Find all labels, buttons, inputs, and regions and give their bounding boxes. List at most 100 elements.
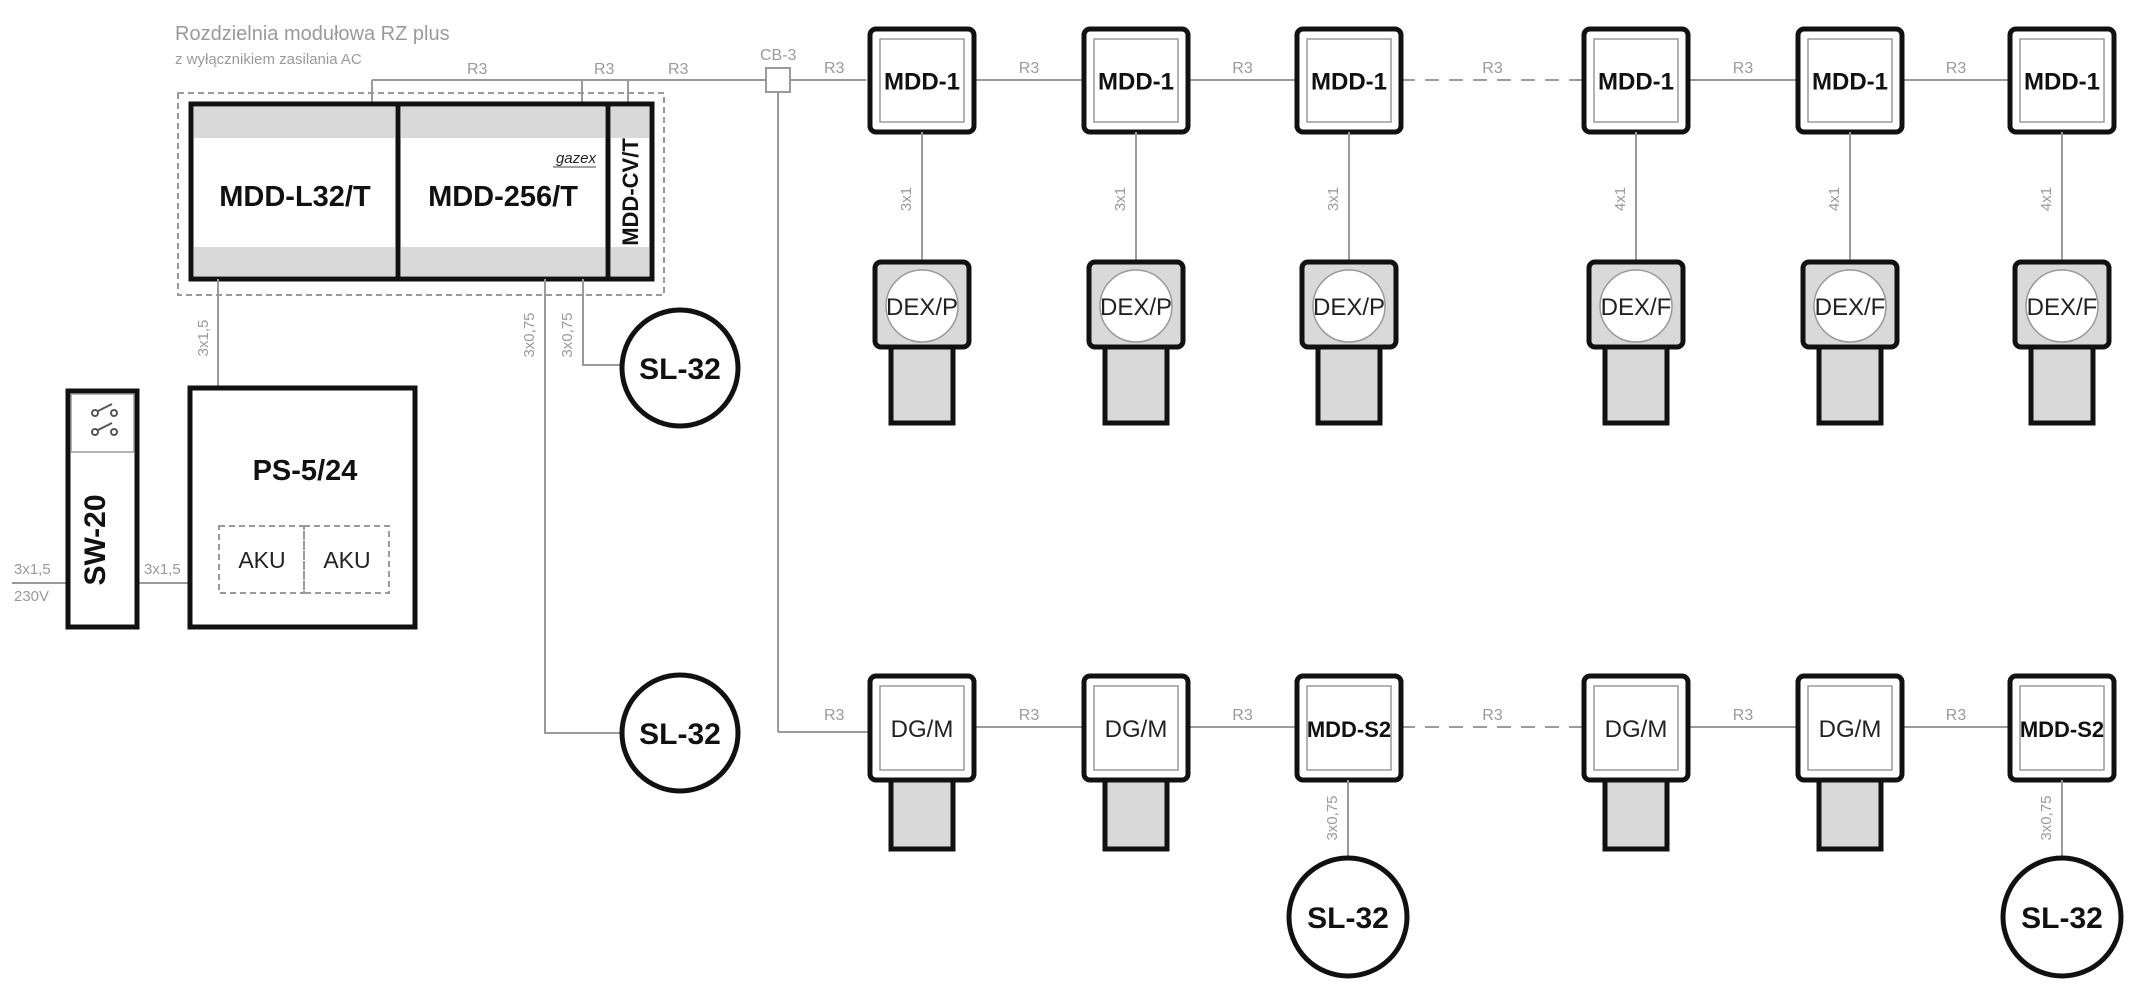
sl32-cabinet-1-label: SL-32: [639, 353, 721, 386]
bottom-bus-r3-label: R3: [824, 707, 845, 724]
r3-label-l32: R3: [467, 61, 488, 78]
dgm-body: [1816, 773, 1884, 852]
module-mdd-cv: MDD-CV/T: [605, 101, 655, 282]
mdd1-label: MDD-1: [1812, 69, 1888, 96]
dgm-module: [867, 673, 977, 783]
mdd1-label: MDD-1: [884, 69, 960, 96]
sl32-cabinet-2-label: SL-32: [639, 718, 721, 751]
detector-body: [1816, 344, 1884, 426]
signaler-sl32-bottom-1: SL-32: [1286, 855, 1410, 979]
mdd-s2-node: MDD-S2: [1294, 673, 1404, 783]
dgm-body: [1102, 773, 1170, 852]
bottom-bus-r3-label: R3: [1946, 707, 1967, 724]
gazex-logo: gazex: [556, 150, 597, 167]
bottom-bus-r3-label: R3: [1733, 707, 1754, 724]
mdd-s2-node: MDD-S2: [2007, 673, 2117, 783]
bottom-signaler-cables: [1347, 780, 2063, 858]
sw20-label: SW-20: [79, 494, 112, 585]
top-bus-r3-label: R3: [1019, 60, 1040, 77]
device-inner-frame: [1593, 685, 1679, 771]
bottom-bus-r3-label: R3: [1482, 707, 1503, 724]
sl32-bottom-1-label: SL-32: [1307, 902, 1389, 935]
detector-label: DEX/P: [886, 294, 958, 321]
detector-face: [2025, 269, 2099, 343]
device-inner-frame: [1807, 685, 1893, 771]
detector-cable-label: 3x1: [1112, 187, 1129, 211]
mdd1-label: MDD-1: [2024, 69, 2100, 96]
detector-face: [1312, 269, 1386, 343]
detector-face: [1099, 269, 1173, 343]
detector-cable-label: 4x1: [1612, 187, 1629, 211]
sl-cable-label-1: 3x0,75: [521, 312, 538, 357]
dgm-label: DG/M: [891, 716, 954, 743]
input-voltage-label: 230V: [14, 588, 49, 605]
signaler-sl32-cabinet-1: SL-32: [619, 307, 741, 429]
detector-face: [1599, 269, 1673, 343]
sl-cable-label-2: 3x0,75: [559, 312, 576, 357]
dgm-module: [1795, 673, 1905, 783]
battery-1: [218, 525, 305, 594]
mdd1-inner-frame: [1306, 38, 1392, 123]
detector-label: DEX/F: [2027, 294, 2098, 321]
mdd1-inner-frame: [1093, 38, 1179, 123]
device-inner-frame: [1306, 685, 1392, 771]
signaler-sl32-bottom-2: SL-32: [2000, 855, 2124, 979]
top-bus-r3-label: R3: [1482, 60, 1503, 77]
top-bus-r3-label: R3: [1733, 60, 1754, 77]
detector-face: [885, 269, 959, 343]
sw-ps-cable-label: 3x1,5: [144, 561, 181, 578]
detector-cable-label: 3x1: [898, 187, 915, 211]
top-bus-r3-label: R3: [824, 60, 845, 77]
detector-body: [1602, 344, 1670, 426]
dgm-label: DG/M: [1605, 716, 1668, 743]
device-inner-frame: [879, 685, 965, 771]
r3-label-256: R3: [594, 61, 615, 78]
detector-body: [888, 344, 956, 426]
ps-cable-label: 3x1,5: [195, 320, 212, 357]
detector-face: [1813, 269, 1887, 343]
switch-sw20: SW-20: [65, 388, 140, 630]
battery-2: [303, 525, 390, 594]
r3-label-cv: R3: [668, 61, 689, 78]
mdd1-inner-frame: [1593, 38, 1679, 123]
detector-body: [1102, 344, 1170, 426]
bottom-bus-r3-label: R3: [1019, 707, 1040, 724]
sl32-bottom-2-label: SL-32: [2021, 902, 2103, 935]
dgm-node: DG/M: [1081, 673, 1191, 852]
mdd1-label: MDD-1: [1311, 69, 1387, 96]
cabinet-title: Rozdzielnia modułowa RZ plus: [175, 23, 450, 45]
mdd1-inner-frame: [1807, 38, 1893, 123]
detector-label: DEX/F: [1601, 294, 1672, 321]
bottom-sl-cable-label-1: 3x0,75: [1324, 795, 1341, 840]
module-mdd-l32: MDD-L32/T: [188, 101, 401, 282]
dgm-node: DG/M: [1581, 673, 1691, 852]
dgm-body: [1602, 773, 1670, 852]
mdd-s2-label: MDD-S2: [2020, 717, 2104, 742]
mdd-cv-label: MDD-CV/T: [618, 138, 643, 246]
cb3-box: [765, 67, 791, 93]
device-inner-frame: [2019, 685, 2105, 771]
dgm-module: [1581, 673, 1691, 783]
dgm-body: [888, 773, 956, 852]
input-cable-label: 3x1,5: [14, 561, 51, 578]
bottom-sl-cable-label-2: 3x0,75: [2038, 795, 2055, 840]
cabinet-drop-cables: [217, 279, 622, 734]
cabinet-outline: [177, 92, 665, 296]
battery-1-label: AKU: [238, 547, 285, 573]
mdd1-label: MDD-1: [1598, 69, 1674, 96]
detector-label: DEX/F: [1815, 294, 1886, 321]
cabinet-subtitle: z wyłącznikiem zasilania AC: [175, 51, 362, 68]
mdd1-inner-frame: [2019, 38, 2105, 123]
mdd1-label: MDD-1: [1098, 69, 1174, 96]
dgm-node: DG/M: [867, 673, 977, 852]
power-supply-ps5-24: PS-5/24 AKU AKU: [187, 385, 418, 630]
switch-contacts-icon: [91, 403, 118, 436]
top-bus-r3-label: R3: [1946, 60, 1967, 77]
battery-2-label: AKU: [323, 547, 370, 573]
